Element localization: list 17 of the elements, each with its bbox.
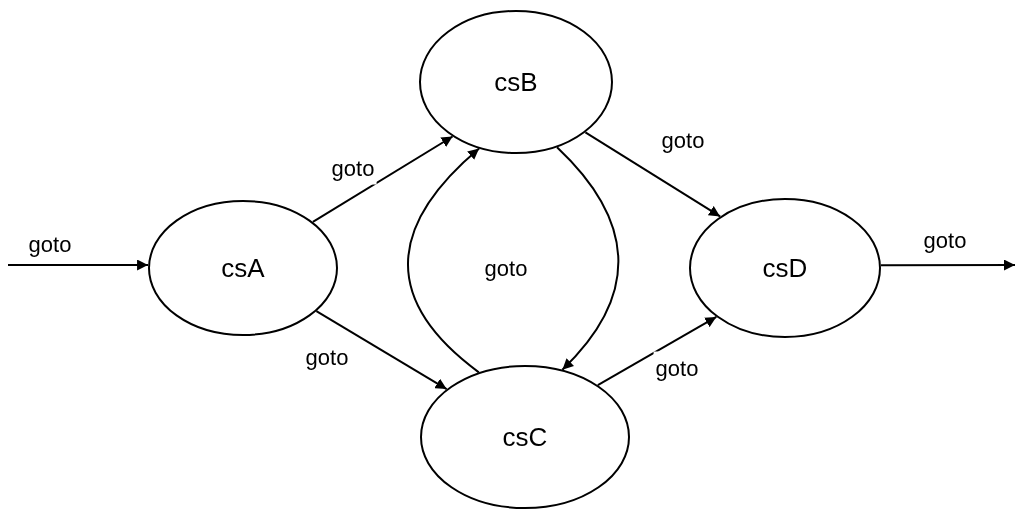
arrow: [311, 135, 454, 223]
state-ellipse: [419, 10, 613, 154]
state-ellipse: [420, 365, 630, 509]
arrow: [879, 259, 1016, 271]
arrow: [315, 310, 448, 391]
state-ellipse: [689, 198, 881, 338]
state-ellipse: [148, 200, 338, 336]
arrow: [584, 131, 722, 218]
arrow: [7, 259, 150, 271]
arrow: [407, 147, 481, 374]
state-label: csB: [494, 65, 538, 99]
state-label: csD: [762, 251, 808, 285]
state-label: csC: [502, 420, 548, 454]
transition-label: goto: [484, 254, 528, 283]
arrow: [556, 146, 620, 371]
arrow: [596, 315, 718, 387]
state-label: csA: [221, 251, 265, 285]
